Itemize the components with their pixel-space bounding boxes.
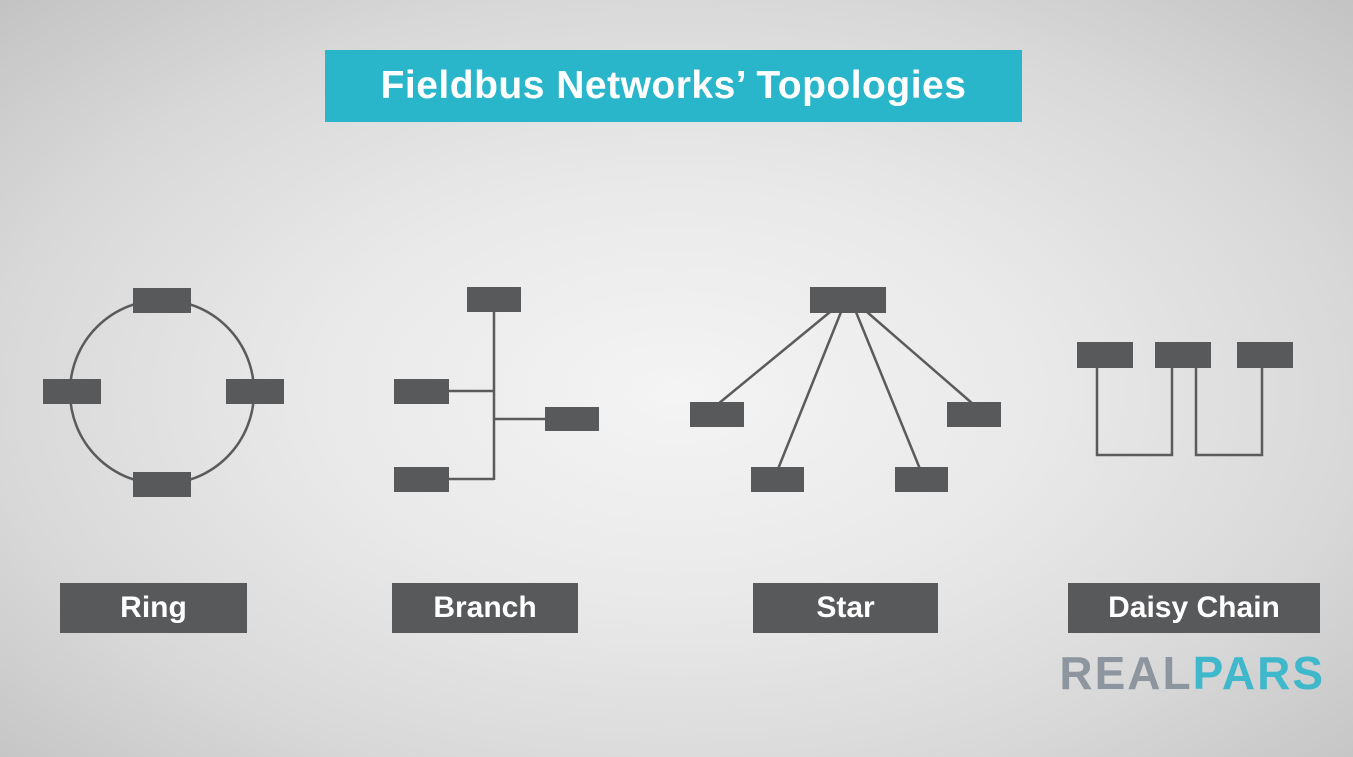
star-node-left	[690, 402, 744, 427]
label-ring-text: Ring	[120, 591, 187, 624]
ring-node-left	[43, 379, 101, 404]
star-node-hub	[810, 287, 886, 313]
branch-node-left-upper	[394, 379, 449, 404]
ring-topology-diagram	[43, 288, 284, 497]
page-title: Fieldbus Networks’ Topologies	[380, 64, 967, 107]
daisy-link-second	[1194, 368, 1264, 457]
star-link-lower-right	[854, 311, 922, 470]
branch-node-right	[545, 407, 599, 431]
ring-node-right	[226, 379, 284, 404]
daisy-node-3	[1237, 342, 1293, 368]
label-daisy-chain: Daisy Chain	[1068, 583, 1320, 633]
ring-node-bottom	[133, 472, 191, 497]
logo-pars-text: PARS	[1192, 647, 1325, 699]
daisy-link-first	[1095, 368, 1174, 457]
ring-node-top	[133, 288, 191, 313]
branch-node-left-lower	[394, 467, 449, 492]
daisy-chain-topology-diagram	[1077, 342, 1293, 457]
daisy-node-1	[1077, 342, 1133, 368]
label-daisy-chain-text: Daisy Chain	[1108, 591, 1280, 624]
star-link-left	[717, 311, 831, 405]
daisy-node-2	[1155, 342, 1211, 368]
label-star: Star	[753, 583, 938, 633]
star-node-lower-left	[751, 467, 804, 492]
star-node-lower-right	[895, 467, 948, 492]
label-branch-text: Branch	[433, 591, 537, 624]
label-star-text: Star	[816, 591, 875, 624]
branch-topology-diagram	[394, 287, 599, 492]
logo-real-text: REAL	[1059, 647, 1193, 699]
star-topology-diagram	[690, 287, 1001, 492]
star-node-right	[947, 402, 1001, 427]
label-branch: Branch	[392, 583, 578, 633]
star-link-right	[866, 311, 974, 405]
label-ring: Ring	[60, 583, 247, 633]
title-banner: Fieldbus Networks’ Topologies	[325, 50, 1022, 122]
star-link-lower-left	[776, 311, 843, 470]
branch-node-top	[467, 287, 521, 312]
